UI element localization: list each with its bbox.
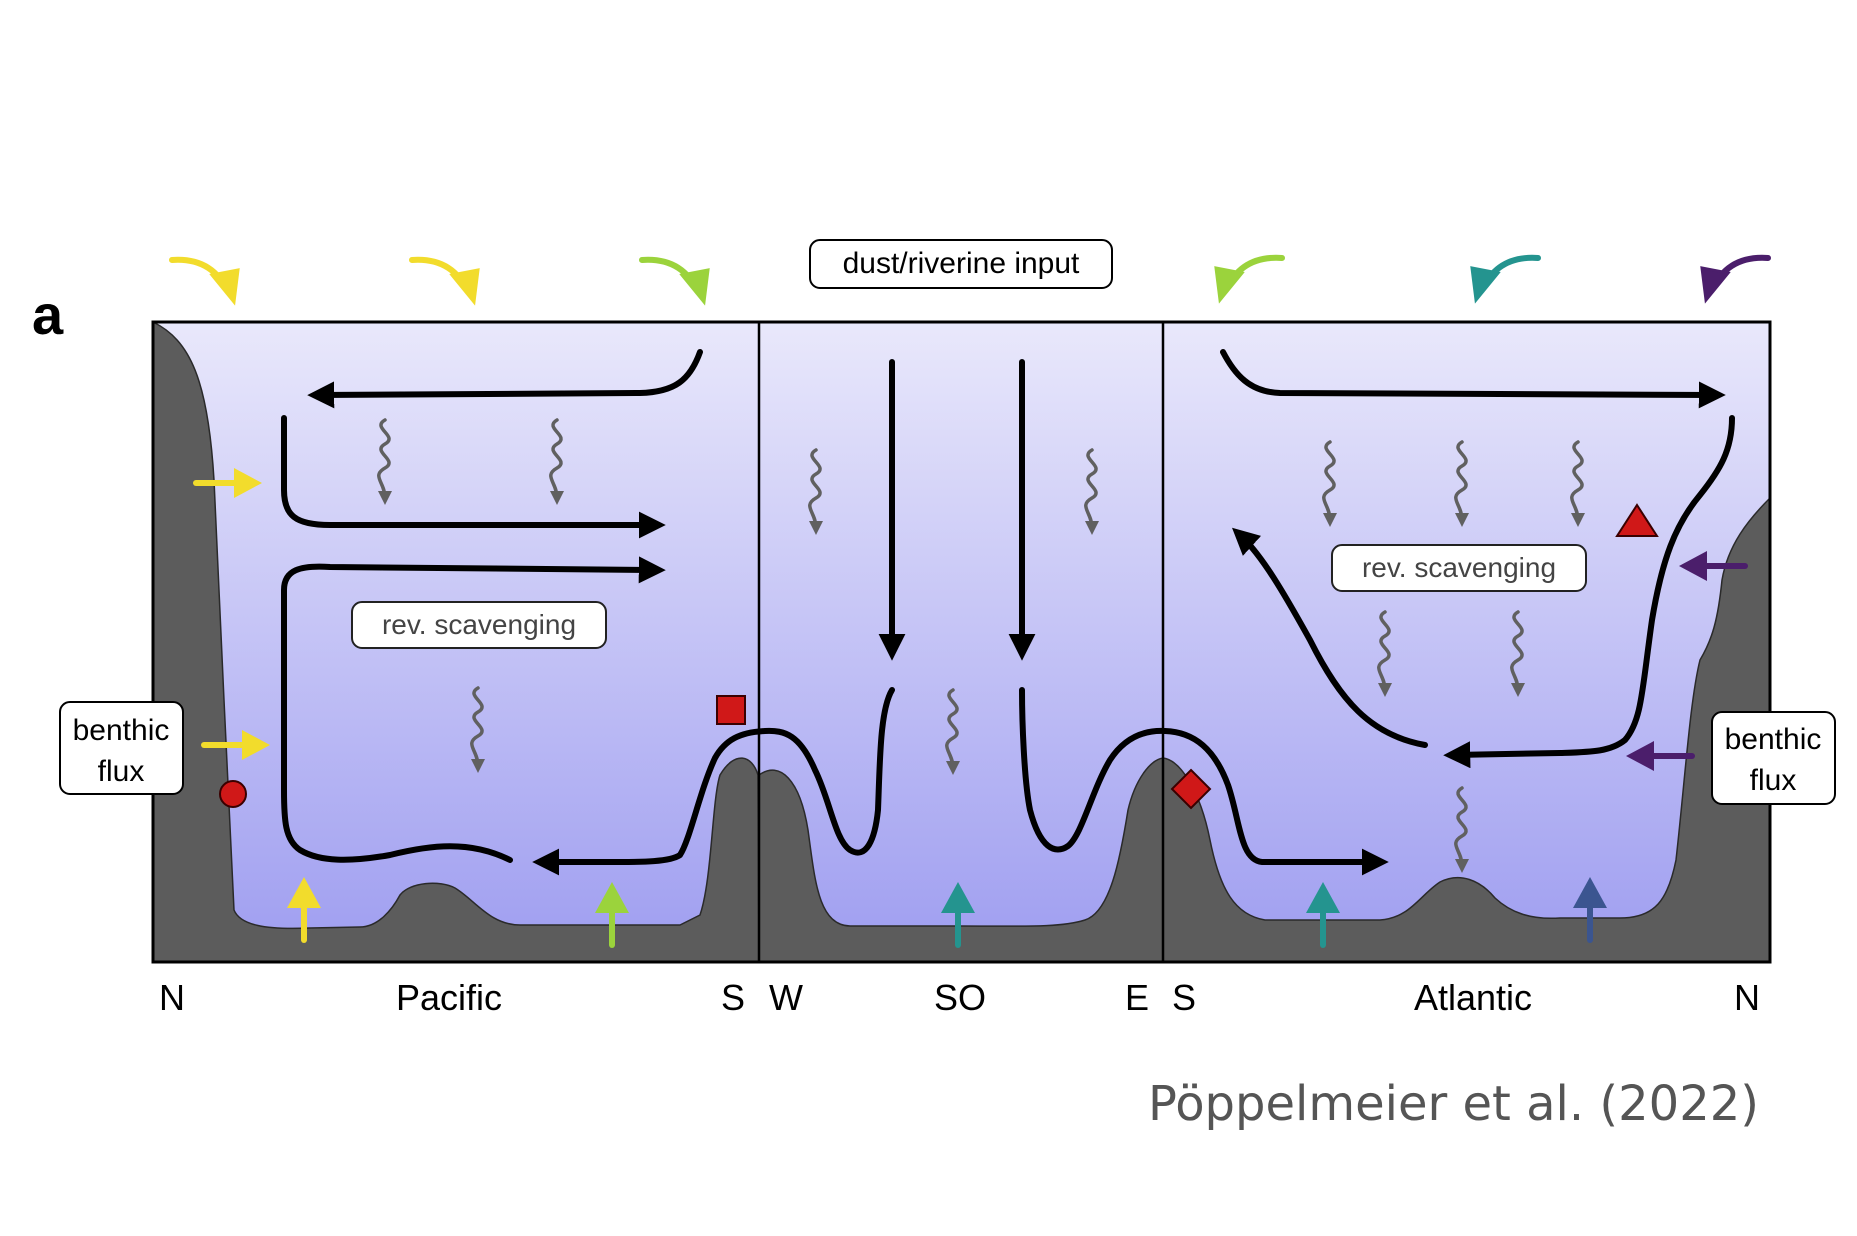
benthic-flux-label-line1: benthic [1725, 723, 1822, 756]
squiggle-icon [1454, 786, 1469, 873]
bottom-arrow-lime [595, 882, 629, 948]
squiggle-icon [1322, 440, 1337, 527]
sample-markers [219, 503, 1659, 810]
diagram-frame [151, 320, 1772, 964]
axis-label-atlantic: Atlantic [1414, 977, 1532, 1018]
squiggle-icon [1454, 440, 1469, 527]
arrowhead-icon [209, 268, 240, 306]
atlantic-rev-scavenging-box: rev. scavenging [1331, 544, 1587, 592]
arrowhead-icon [1573, 877, 1607, 908]
benthic-flux-label-line2: flux [1750, 764, 1797, 797]
arrowhead-icon [234, 468, 262, 498]
citation-text: Pöppelmeier et al. (2022) [1148, 1076, 1759, 1132]
benthic-arrow-yellow [193, 468, 262, 498]
atlantic-upper-northward-flow [1220, 349, 1726, 409]
triangle-marker-icon [1615, 503, 1659, 537]
circulation-streamlines [281, 349, 1735, 876]
pacific-deep-return-flow [532, 687, 895, 876]
pacific-seafloor [152, 320, 760, 963]
input-arrow-lime [639, 256, 710, 306]
benthic-flux-label-line2: flux [98, 755, 145, 788]
axis-label-southern-ocean: SO [934, 977, 986, 1018]
axis-label-so-east: E [1125, 977, 1149, 1018]
benthic-arrow-yellow [201, 730, 270, 760]
atlantic-deep-southward-flow [1019, 687, 1389, 876]
squiggle-icon [470, 686, 485, 773]
benthic-flux-label-line1: benthic [73, 714, 170, 747]
squiggle-icon [549, 418, 564, 505]
axis-label-pacific-south: S [721, 977, 745, 1018]
axis-label-pacific: Pacific [396, 977, 502, 1018]
bottom-arrow-yellow [287, 877, 321, 943]
panel-label: a [32, 283, 64, 346]
pacific-benthic-flux-box: benthic flux [59, 701, 184, 795]
arrowhead-icon [1626, 741, 1654, 771]
input-arrow-teal [1470, 254, 1541, 304]
atlantic-overturning-flow [1443, 415, 1735, 769]
dust-input-label: dust/riverine input [843, 247, 1080, 280]
arrowhead-icon [1470, 266, 1501, 304]
pacific-upper-westward-flow [307, 349, 703, 409]
axis-label-so-west: W [769, 977, 803, 1018]
squiggle-icon [1084, 448, 1099, 535]
pacific-upper-eastward-flow [281, 415, 666, 539]
squiggle-icon [945, 688, 960, 775]
squiggle-icon [377, 418, 392, 505]
arrowhead-icon [1679, 551, 1707, 581]
squiggle-icon [1510, 610, 1525, 697]
input-arrow-lime [1214, 254, 1285, 304]
diamond-marker-icon [1170, 768, 1212, 810]
rev-scavenging-label: rev. scavenging [382, 609, 576, 640]
bottom-arrow-teal [1306, 882, 1340, 948]
arrowhead-icon [679, 268, 710, 306]
input-arrow-yellow [169, 256, 240, 306]
benthic-arrow-purple [1626, 741, 1695, 771]
rev-scavenging-label: rev. scavenging [1362, 552, 1556, 583]
arrowhead-icon [1214, 266, 1245, 304]
arrowhead-icon [1306, 882, 1340, 913]
particle-flux-squiggles [377, 418, 1585, 873]
surface-input-arrows [169, 254, 1771, 306]
arrowhead-icon [941, 882, 975, 913]
pacific-deep-loop-flow [281, 556, 666, 863]
circle-marker-icon [219, 780, 247, 808]
axis-label-atlantic-south: S [1172, 977, 1196, 1018]
axis-label-atlantic-north: N [1734, 977, 1760, 1018]
arrowhead-icon [449, 268, 480, 306]
pacific-rev-scavenging-box: rev. scavenging [351, 601, 607, 649]
input-arrow-purple [1700, 254, 1771, 304]
arrowhead-icon [1700, 266, 1731, 304]
basin-axis-labels: N Pacific S W SO E S Atlantic N [159, 977, 1760, 1018]
atlantic-return-upwelling-flow [1232, 527, 1428, 748]
atlantic-seafloor [1162, 496, 1771, 963]
dust-input-label-box: dust/riverine input [809, 239, 1113, 289]
benthic-arrow-purple [1679, 551, 1748, 581]
boundary-input-arrows [193, 468, 1748, 948]
arrowhead-icon [287, 877, 321, 908]
southern-ocean-seafloor [758, 757, 1164, 963]
bottom-arrow-teal [941, 882, 975, 948]
square-marker-icon [716, 695, 746, 725]
arrowhead-icon [595, 882, 629, 913]
arrowhead-icon [242, 730, 270, 760]
atlantic-benthic-flux-box: benthic flux [1711, 711, 1836, 805]
squiggle-icon [808, 448, 823, 535]
bottom-arrow-blue [1573, 877, 1607, 943]
squiggle-icon [1377, 610, 1392, 697]
axis-label-pacific-north: N [159, 977, 185, 1018]
squiggle-icon [1570, 440, 1585, 527]
input-arrow-yellow [409, 256, 480, 306]
